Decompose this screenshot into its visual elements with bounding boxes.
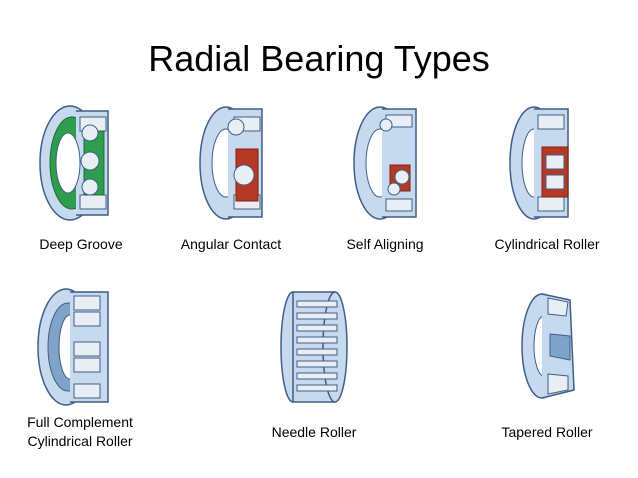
full-complement-bearing-icon bbox=[37, 288, 109, 406]
needle-roller-bearing-icon bbox=[280, 291, 348, 403]
tapered-roller-bearing bbox=[520, 290, 578, 400]
deep-groove-bearing-icon bbox=[39, 105, 109, 221]
angular-contact-bearing-icon bbox=[199, 106, 263, 220]
self-aligning-label: Self Aligning bbox=[346, 236, 424, 252]
tapered-roller-label: Tapered Roller bbox=[501, 424, 593, 440]
full-complement-label: Full Complement Cylindrical Roller bbox=[18, 413, 142, 451]
slide-title: Radial Bearing Types bbox=[148, 38, 490, 79]
self-aligning-bearing bbox=[352, 103, 424, 223]
needle-roller-label: Needle Roller bbox=[271, 424, 357, 440]
full-complement-label-line2: Cylindrical Roller bbox=[27, 433, 133, 449]
tapered-roller-bearing-icon bbox=[521, 293, 575, 399]
deep-groove-label: Deep Groove bbox=[39, 236, 123, 252]
full-complement-bearing bbox=[36, 286, 116, 408]
full-complement-label-line1: Full Complement bbox=[27, 414, 133, 430]
deep-groove-bearing bbox=[38, 103, 113, 223]
cylindrical-roller-bearing-icon bbox=[509, 106, 569, 220]
angular-contact-label: Angular Contact bbox=[180, 236, 282, 252]
needle-roller-bearing bbox=[279, 289, 349, 405]
cylindrical-roller-bearing bbox=[508, 103, 574, 223]
cylindrical-roller-label: Cylindrical Roller bbox=[494, 236, 600, 252]
self-aligning-bearing-icon bbox=[353, 106, 417, 220]
angular-contact-bearing bbox=[198, 103, 270, 223]
